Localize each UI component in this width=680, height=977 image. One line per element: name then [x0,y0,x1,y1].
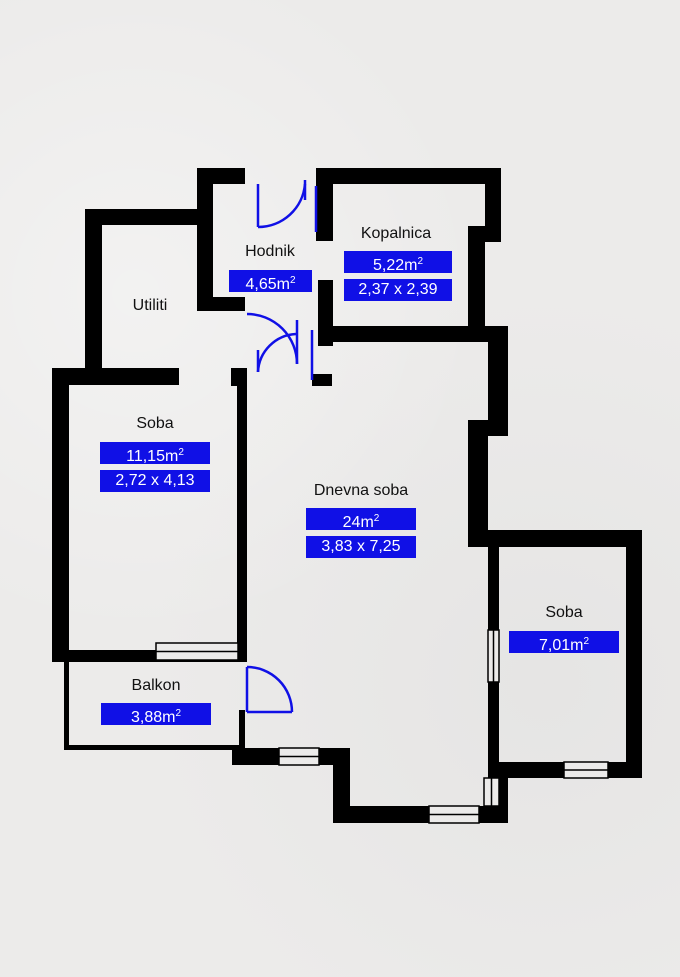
wall-left-step [52,368,179,385]
area-value: 4,65 [245,276,277,293]
wall-kop-bottom [318,326,485,342]
room-name-soba-2: Soba [545,604,583,621]
area-tag-hodnik: 4,65m2 [229,270,312,293]
area-exp: 2 [583,636,590,647]
area-unit: m [570,637,584,654]
area-value: 7,01 [538,637,571,654]
wall-balkon-right [239,710,245,765]
door-hodnik-bottom [246,312,299,365]
door-dnevna [256,330,314,380]
wall-left-main [52,368,69,660]
wall-kop-right [468,226,485,342]
area-exp: 2 [175,708,182,719]
wall-right-mid [488,326,508,436]
area-unit: m [162,709,176,726]
wall-top-right [316,168,501,184]
dims-tag-soba-1: 2,72 x 4,13 [100,470,210,492]
wall-bottom-main [333,806,508,823]
area-tag-soba-1: 11,15m2 [100,442,210,465]
wall-soba2-top [468,530,642,547]
area-value: 3,88 [130,709,163,726]
area-unit: m [360,514,374,531]
area-exp: 2 [373,513,380,524]
room-name-dnevna-soba: Dnevna soba [313,482,409,499]
wall-soba2-right [626,530,642,778]
wall-soba2-left-top [488,530,499,630]
area-unit: m [164,448,179,465]
room-name-balkon: Balkon [131,677,181,694]
area-tag-dnevna-soba: 24m2 [306,508,416,531]
wall-balkon-left [64,655,69,750]
wall-hall-divider [312,374,332,386]
wall-top-left [85,209,210,225]
area-value: 5,22 [372,257,405,274]
wall-hall-left [197,168,213,310]
room-name-soba-1: Soba [136,415,174,432]
wall-right-top [485,168,501,242]
walls [52,168,642,823]
room-name-kopalnica: Kopalnica [360,225,432,242]
wall-kop-left [316,168,333,241]
area-tag-soba-2: 7,01m2 [509,631,619,654]
dims-tag-kopalnica: 2,37 x 2,39 [344,279,452,301]
room-name-hodnik: Hodnik [245,243,295,260]
door-balkon [245,665,294,714]
area-unit: m [404,257,418,274]
area-exp: 2 [178,447,184,458]
area-tag-kopalnica: 5,22m2 [344,251,452,274]
wall-hall-bottom [197,297,245,311]
area-tag-balkon: 3,88m2 [101,703,211,726]
wall-right-bottom-post [499,778,508,823]
area-value: 11,15 [126,448,165,465]
wall-soba2-left-bottom [488,682,499,772]
windows [155,629,609,824]
area-value: 24 [342,514,361,531]
door-hodnik-top [256,180,307,229]
room-name-utiliti: Utiliti [132,297,168,314]
wall-soba1-right [237,376,247,662]
area-unit: m [276,276,290,293]
area-exp: 2 [289,275,296,286]
wall-balkon-bottom [64,745,244,750]
wall-left-upper [85,209,102,372]
wall-right-lower [468,420,488,544]
area-exp: 2 [417,256,424,267]
dims-tag-dnevna-soba: 3,83 x 7,25 [306,536,416,558]
doors [245,180,318,714]
wall-bottom-step-left [333,748,350,823]
